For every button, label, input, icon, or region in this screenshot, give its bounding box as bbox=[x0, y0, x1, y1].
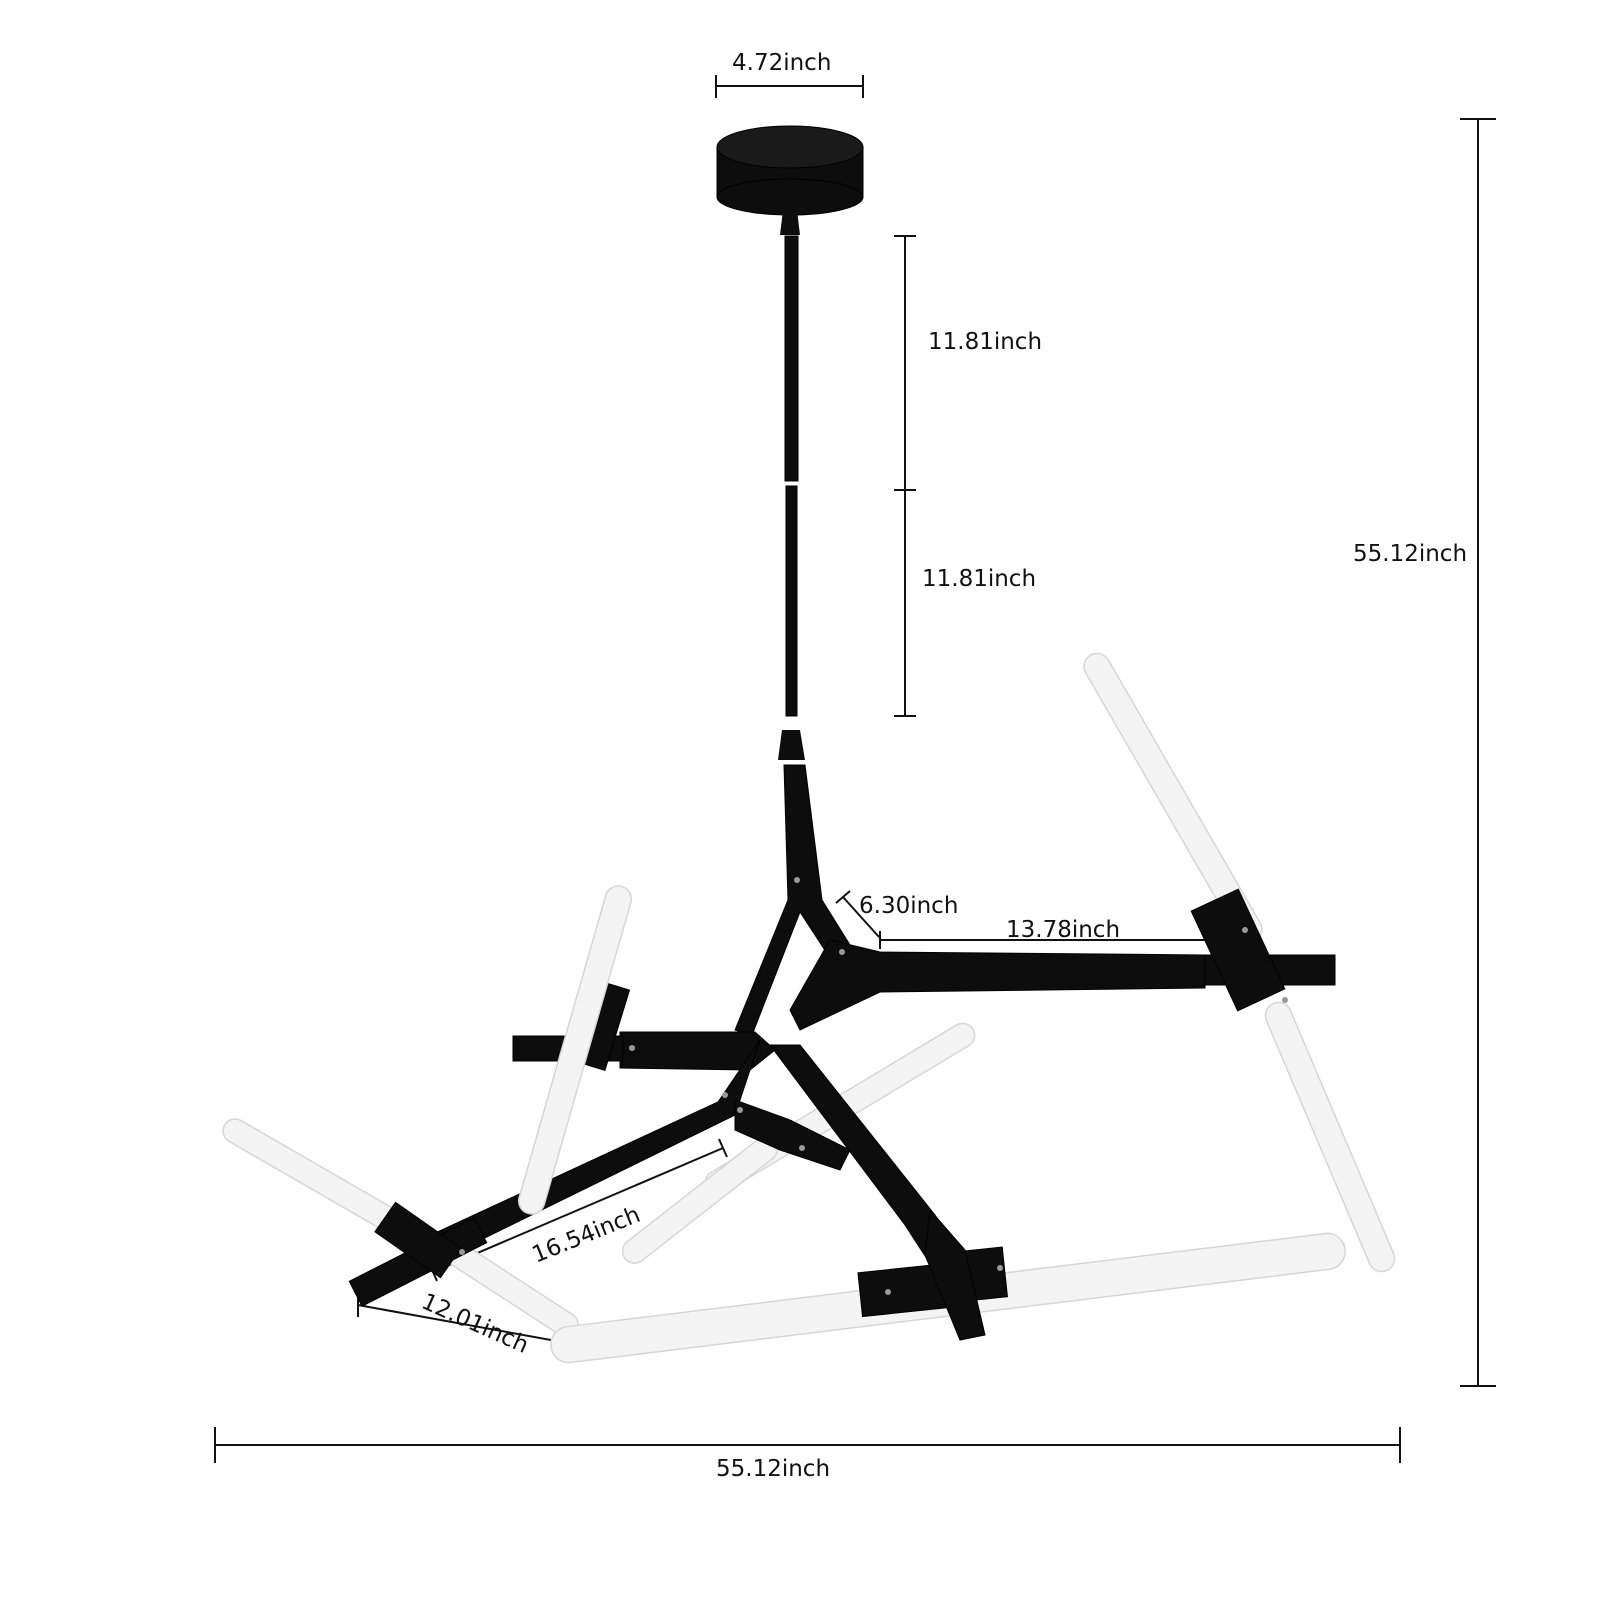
right-main-arm bbox=[789, 939, 1206, 1031]
dimension-lines bbox=[214, 75, 1496, 1463]
left-horizontal-arm bbox=[619, 1031, 776, 1071]
suspension-rod bbox=[778, 235, 805, 760]
short-arm-label: 6.30inch bbox=[859, 893, 958, 919]
canopy-width-dimension bbox=[715, 75, 864, 98]
rod-lower-label: 11.81inch bbox=[922, 566, 1036, 592]
ceiling-canopy bbox=[716, 125, 864, 235]
right-arm-label: 13.78inch bbox=[1006, 917, 1120, 943]
lower-inner-arm bbox=[734, 1099, 851, 1171]
tube-left-upper bbox=[517, 885, 633, 1215]
left-end-clamp bbox=[374, 1201, 462, 1279]
total-width-label: 55.12inch bbox=[716, 1456, 830, 1482]
rod-upper-label: 11.81inch bbox=[928, 329, 1042, 355]
rod-length-dimension bbox=[894, 235, 916, 717]
total-height-dimension bbox=[1460, 118, 1496, 1387]
total-height-label: 55.12inch bbox=[1353, 541, 1467, 567]
right-clamp bbox=[1190, 888, 1286, 1012]
bolts bbox=[459, 877, 1288, 1295]
total-width-dimension bbox=[214, 1427, 1401, 1463]
chandelier bbox=[222, 125, 1396, 1364]
tube-right-lower bbox=[1264, 1001, 1396, 1273]
bottom-clamp bbox=[857, 1208, 1008, 1341]
frame-arms bbox=[348, 764, 1336, 1311]
canopy-width-label: 4.72inch bbox=[732, 50, 831, 76]
short-arm-dimension bbox=[835, 890, 880, 938]
upper-stem-arm bbox=[734, 764, 851, 1036]
